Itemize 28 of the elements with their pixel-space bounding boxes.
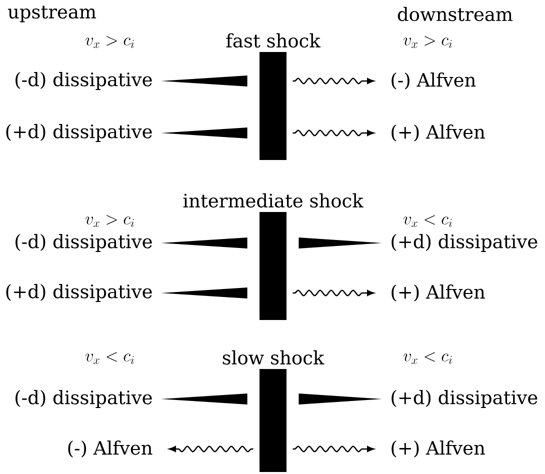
wavy-arrow	[168, 446, 254, 452]
shock-label: intermediate shock	[183, 193, 364, 208]
speed-condition: $v_x < c_i$	[404, 352, 452, 364]
wave-label: (+) Alfven	[392, 284, 485, 302]
wave-label: (+) Alfven	[392, 440, 485, 458]
side-heading: downstream	[398, 6, 513, 22]
wave-label: (+d) dissipative	[392, 234, 538, 252]
wave-label: (+d) dissipative	[392, 390, 538, 408]
wave-label: (-) Alfven	[68, 440, 152, 458]
wave-label: (-) Alfven	[392, 72, 476, 90]
speed-condition: $v_x > c_i$	[404, 36, 452, 48]
wave-label: (-d) dissipative	[16, 72, 152, 90]
wavy-arrow	[292, 290, 374, 296]
wave-label: (-d) dissipative	[16, 234, 152, 252]
wavy-arrow	[292, 446, 374, 452]
speed-condition: $v_x < c_i$	[86, 352, 134, 364]
wavy-arrow	[292, 130, 374, 136]
side-heading: upstream	[8, 6, 96, 22]
wave-label: (-d) dissipative	[16, 390, 152, 408]
shock-label: fast shock	[226, 33, 320, 48]
speed-condition: $v_x < c_i$	[404, 215, 452, 227]
wave-label: (+d) dissipative	[6, 284, 152, 302]
shock-label: slow shock	[222, 350, 324, 365]
wave-label: (+d) dissipative	[6, 124, 152, 142]
speed-condition: $v_x > c_i$	[86, 215, 134, 227]
wave-label: (+) Alfven	[392, 124, 485, 142]
wavy-arrow	[292, 78, 374, 84]
speed-condition: $v_x > c_i$	[86, 36, 134, 48]
